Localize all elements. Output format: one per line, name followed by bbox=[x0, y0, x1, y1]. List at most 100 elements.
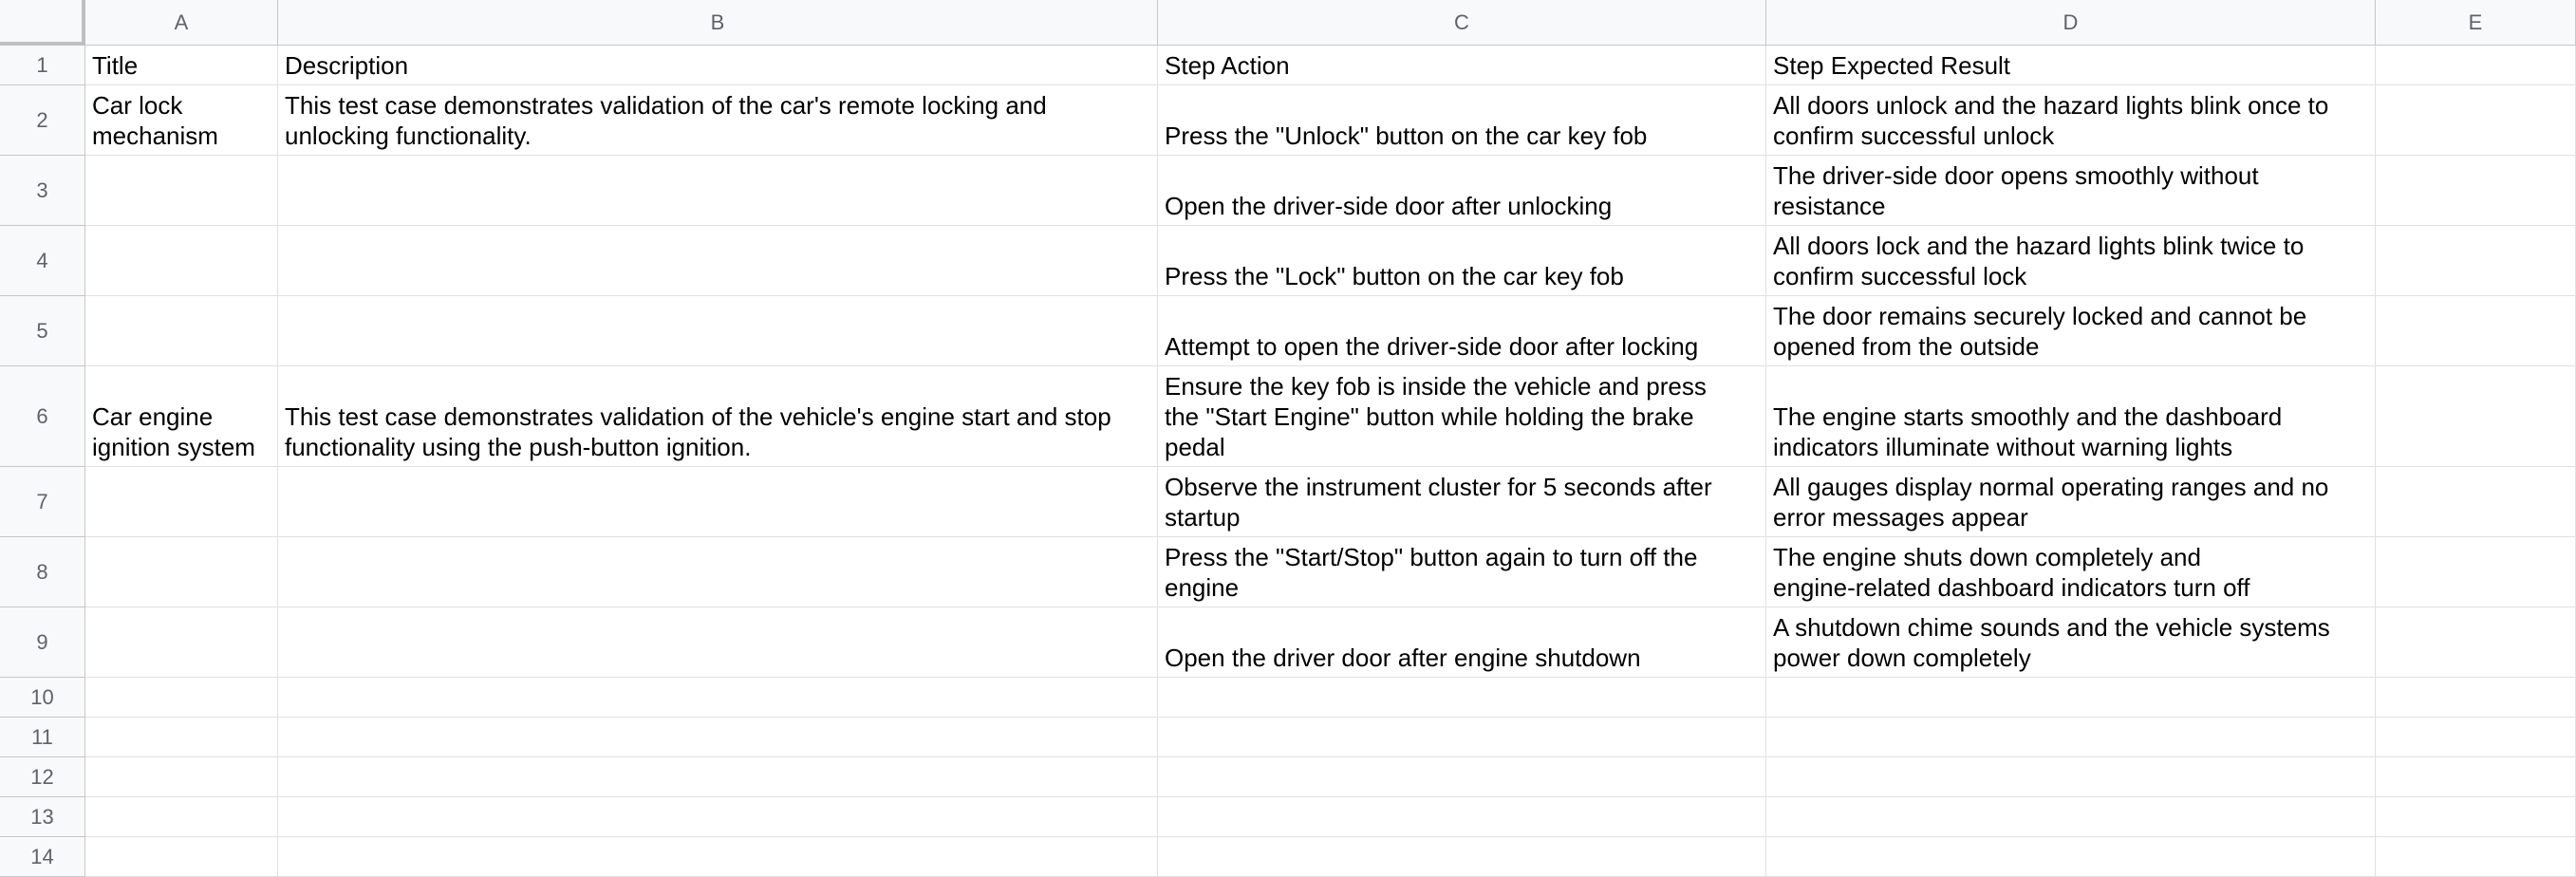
cell-a3[interactable] bbox=[85, 156, 278, 226]
cell-text: Description bbox=[285, 50, 409, 80]
column-header-a[interactable]: A bbox=[85, 0, 278, 46]
cell-c3[interactable]: Open the driver-side door after unlockin… bbox=[1158, 156, 1766, 226]
cell-a13[interactable] bbox=[85, 797, 278, 837]
column-header-d[interactable]: D bbox=[1766, 0, 2376, 46]
cell-a8[interactable] bbox=[85, 537, 278, 607]
cell-a12[interactable] bbox=[85, 757, 278, 797]
cell-a5[interactable] bbox=[85, 296, 278, 366]
row-header-2[interactable]: 2 bbox=[0, 85, 85, 156]
cell-d13[interactable] bbox=[1766, 797, 2376, 837]
cell-d6[interactable]: The engine starts smoothly and the dashb… bbox=[1766, 366, 2376, 467]
cell-text: Observe the instrument cluster for 5 sec… bbox=[1165, 473, 1712, 532]
cell-text: Press the "Unlock" button on the car key… bbox=[1165, 121, 1648, 150]
row-header-13[interactable]: 13 bbox=[0, 797, 85, 837]
cell-b8[interactable] bbox=[278, 537, 1158, 607]
cell-e5[interactable] bbox=[2376, 296, 2576, 366]
cell-b9[interactable] bbox=[278, 607, 1158, 678]
cell-d7[interactable]: All gauges display normal operating rang… bbox=[1766, 467, 2376, 537]
cell-b2[interactable]: This test case demonstrates validation o… bbox=[278, 85, 1158, 156]
cell-d5[interactable]: The door remains securely locked and can… bbox=[1766, 296, 2376, 366]
cell-c4[interactable]: Press the "Lock" button on the car key f… bbox=[1158, 226, 1766, 296]
cell-d4[interactable]: All doors lock and the hazard lights bli… bbox=[1766, 226, 2376, 296]
cell-b10[interactable] bbox=[278, 678, 1158, 718]
cell-d11[interactable] bbox=[1766, 718, 2376, 757]
cell-d2[interactable]: All doors unlock and the hazard lights b… bbox=[1766, 85, 2376, 156]
row-header-12[interactable]: 12 bbox=[0, 757, 85, 797]
row-header-4[interactable]: 4 bbox=[0, 226, 85, 296]
column-header-b[interactable]: B bbox=[278, 0, 1158, 46]
row-header-10[interactable]: 10 bbox=[0, 678, 85, 718]
row-header-11[interactable]: 11 bbox=[0, 718, 85, 757]
cell-d12[interactable] bbox=[1766, 757, 2376, 797]
row-header-3[interactable]: 3 bbox=[0, 156, 85, 226]
cell-a4[interactable] bbox=[85, 226, 278, 296]
cell-e4[interactable] bbox=[2376, 226, 2576, 296]
cell-e10[interactable] bbox=[2376, 678, 2576, 718]
cell-c2[interactable]: Press the "Unlock" button on the car key… bbox=[1158, 85, 1766, 156]
cell-d8[interactable]: The engine shuts down completely and eng… bbox=[1766, 537, 2376, 607]
cell-e13[interactable] bbox=[2376, 797, 2576, 837]
cell-text: Press the "Lock" button on the car key f… bbox=[1165, 262, 1624, 290]
cell-e3[interactable] bbox=[2376, 156, 2576, 226]
cell-b4[interactable] bbox=[278, 226, 1158, 296]
cell-e14[interactable] bbox=[2376, 837, 2576, 877]
cell-c6[interactable]: Ensure the key fob is inside the vehicle… bbox=[1158, 366, 1766, 467]
cell-a7[interactable] bbox=[85, 467, 278, 537]
cell-b14[interactable] bbox=[278, 837, 1158, 877]
cell-e6[interactable] bbox=[2376, 366, 2576, 467]
cell-d14[interactable] bbox=[1766, 837, 2376, 877]
select-all-corner[interactable] bbox=[0, 0, 85, 46]
cell-d1[interactable]: Step Expected Result bbox=[1766, 46, 2376, 85]
row-header-8[interactable]: 8 bbox=[0, 537, 85, 607]
cell-d9[interactable]: A shutdown chime sounds and the vehicle … bbox=[1766, 607, 2376, 678]
cell-a6[interactable]: Car engine ignition system bbox=[85, 366, 278, 467]
cell-e11[interactable] bbox=[2376, 718, 2576, 757]
cell-a10[interactable] bbox=[85, 678, 278, 718]
cell-a1[interactable]: Title bbox=[85, 46, 278, 85]
cell-d10[interactable] bbox=[1766, 678, 2376, 718]
cell-b12[interactable] bbox=[278, 757, 1158, 797]
cell-a9[interactable] bbox=[85, 607, 278, 678]
cell-c11[interactable] bbox=[1158, 718, 1766, 757]
cell-e2[interactable] bbox=[2376, 85, 2576, 156]
cell-d3[interactable]: The driver-side door opens smoothly with… bbox=[1766, 156, 2376, 226]
cell-e1[interactable] bbox=[2376, 46, 2576, 85]
cell-c9[interactable]: Open the driver door after engine shutdo… bbox=[1158, 607, 1766, 678]
row-header-1[interactable]: 1 bbox=[0, 46, 85, 85]
cell-b1[interactable]: Description bbox=[278, 46, 1158, 85]
column-header-c[interactable]: C bbox=[1158, 0, 1766, 46]
cell-b11[interactable] bbox=[278, 718, 1158, 757]
cell-b6[interactable]: This test case demonstrates validation o… bbox=[278, 366, 1158, 467]
cell-b7[interactable] bbox=[278, 467, 1158, 537]
cell-text: The driver-side door opens smoothly with… bbox=[1773, 161, 2259, 220]
cell-c1[interactable]: Step Action bbox=[1158, 46, 1766, 85]
cell-a11[interactable] bbox=[85, 718, 278, 757]
cell-c12[interactable] bbox=[1158, 757, 1766, 797]
cell-b3[interactable] bbox=[278, 156, 1158, 226]
cell-a14[interactable] bbox=[85, 837, 278, 877]
cell-text: All gauges display normal operating rang… bbox=[1773, 473, 2329, 532]
column-header-e[interactable]: E bbox=[2376, 0, 2576, 46]
cell-b5[interactable] bbox=[278, 296, 1158, 366]
cell-c7[interactable]: Observe the instrument cluster for 5 sec… bbox=[1158, 467, 1766, 537]
cell-b13[interactable] bbox=[278, 797, 1158, 837]
cell-e9[interactable] bbox=[2376, 607, 2576, 678]
cell-e7[interactable] bbox=[2376, 467, 2576, 537]
row-header-5[interactable]: 5 bbox=[0, 296, 85, 366]
row-header-6[interactable]: 6 bbox=[0, 366, 85, 467]
cell-c13[interactable] bbox=[1158, 797, 1766, 837]
cell-c5[interactable]: Attempt to open the driver-side door aft… bbox=[1158, 296, 1766, 366]
cell-text: Title bbox=[92, 50, 139, 80]
cell-text: Open the driver-side door after unlockin… bbox=[1165, 192, 1613, 220]
cell-e8[interactable] bbox=[2376, 537, 2576, 607]
cell-c8[interactable]: Press the "Start/Stop" button again to t… bbox=[1158, 537, 1766, 607]
row-header-7[interactable]: 7 bbox=[0, 467, 85, 537]
row-header-9[interactable]: 9 bbox=[0, 607, 85, 678]
cell-e12[interactable] bbox=[2376, 757, 2576, 797]
cell-text: This test case demonstrates validation o… bbox=[285, 402, 1111, 461]
cell-c10[interactable] bbox=[1158, 678, 1766, 718]
cell-a2[interactable]: Car lock mechanism bbox=[85, 85, 278, 156]
row-header-14[interactable]: 14 bbox=[0, 837, 85, 877]
cell-c14[interactable] bbox=[1158, 837, 1766, 877]
